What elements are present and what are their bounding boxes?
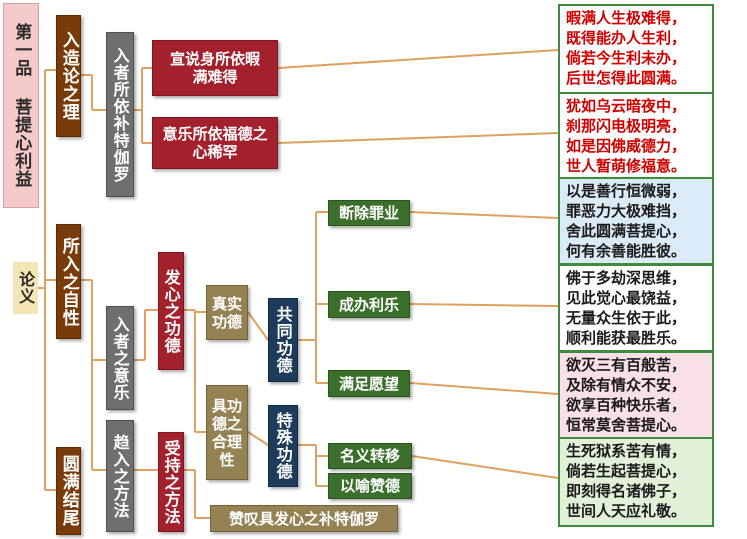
node-arouse-merit: 发心之功德 bbox=[158, 252, 184, 370]
node-common-merit-label: 共同功德 bbox=[273, 306, 293, 374]
verse-line: 恒常莫舍菩提心。 bbox=[566, 416, 687, 434]
verse-box: 欲灭三有百般苦， 及除有情众不安， 欲享百种快乐者， 恒常莫舍菩提心。 bbox=[558, 351, 714, 439]
branch-meaning-label: 入者之意乐 bbox=[110, 315, 130, 401]
verse-line: 刹那闪电极明亮， bbox=[566, 117, 687, 135]
node-wish-label: 满足愿望 bbox=[338, 374, 399, 393]
node-rare-body: 宣说身所依暇满难得 bbox=[152, 40, 278, 96]
section-entry-label: 入造论之理 bbox=[58, 31, 79, 121]
verse-line: 见此觉心最饶益， bbox=[566, 289, 687, 307]
verse-line: 暇满人生极难得， bbox=[566, 9, 687, 27]
verse-line: 何有余善能胜彼。 bbox=[566, 242, 687, 260]
node-wish: 满足愿望 bbox=[328, 370, 410, 397]
verse-line: 如是因佛威德力， bbox=[566, 137, 687, 155]
node-cut-sin: 断除罪业 bbox=[328, 200, 410, 226]
branch-basis: 入者所依补特伽罗 bbox=[106, 32, 134, 197]
verse-box: 以是善行恒微弱， 罪恶力大极难挡， 舍此圆满菩提心， 何有余善能胜彼。 bbox=[558, 177, 714, 265]
verse-line: 世间人天应礼敬。 bbox=[566, 502, 687, 520]
verse-line: 无量众生依于此， bbox=[566, 309, 687, 327]
root-label: 论义 bbox=[16, 271, 36, 305]
node-rare-body-label: 宣说身所依暇满难得 bbox=[169, 50, 260, 86]
node-arouse-merit-label: 发心之功德 bbox=[161, 268, 181, 354]
section-end-label: 圆满结尾 bbox=[58, 455, 79, 527]
verse-line: 及除有情众不安， bbox=[566, 376, 687, 394]
verse-line: 倘若今生利未办， bbox=[566, 49, 687, 67]
verse-line: 后世怎得此圆满。 bbox=[566, 69, 687, 87]
verse-box: 暇满人生极难得， 既得能办人生利， 倘若今生利未办， 后世怎得此圆满。 bbox=[558, 4, 714, 94]
node-praise-person: 赞叹具发心之补特伽罗 bbox=[210, 505, 398, 532]
node-real-merit-label: 真实功德 bbox=[211, 294, 242, 331]
verse-line: 犹如乌云暗夜中， bbox=[566, 97, 687, 115]
node-accept-method: 受持之方法 bbox=[158, 432, 184, 532]
page-title: 第一品 菩提心利益 bbox=[3, 3, 39, 208]
node-cut-sin-label: 断除罪业 bbox=[338, 204, 399, 222]
branch-meaning: 入者之意乐 bbox=[106, 306, 134, 410]
verse-box: 佛于多劫深思维， 见此觉心最饶益， 无量众生依于此， 顺利能获最胜乐。 bbox=[558, 264, 714, 352]
verse-box: 生死狱系苦有情， 倘若生起菩提心， 即刻得名诸佛子， 世间人天应礼敬。 bbox=[558, 437, 714, 527]
node-accept-method-label: 受持之方法 bbox=[161, 439, 181, 525]
verse-line: 欲享百种快乐者， bbox=[566, 396, 687, 414]
verse-box: 犹如乌云暗夜中， 刹那闪电极明亮， 如是因佛威德力， 世人暂萌修福意。 bbox=[558, 92, 714, 180]
node-real-merit: 真实功德 bbox=[206, 285, 248, 340]
branch-method: 趋入之方法 bbox=[106, 420, 134, 532]
node-rename-label: 名义转移 bbox=[339, 447, 400, 465]
verse-line: 舍此圆满菩提心， bbox=[566, 222, 687, 240]
node-rare-mind: 意乐所依福德之心稀罕 bbox=[152, 117, 278, 169]
section-self-label: 所入之自性 bbox=[58, 236, 79, 327]
node-praise-person-label: 赞叹具发心之补特伽罗 bbox=[228, 509, 379, 528]
node-metaphor: 以喻赞德 bbox=[328, 473, 412, 499]
node-reason-merit: 具功德之合理性 bbox=[206, 385, 248, 480]
verse-line: 世人暂萌修福意。 bbox=[566, 157, 687, 175]
node-benefit-label: 成办利乐 bbox=[338, 295, 399, 314]
verse-line: 倘若生起菩提心， bbox=[566, 462, 687, 480]
section-self: 所入之自性 bbox=[56, 224, 81, 339]
section-end: 圆满结尾 bbox=[56, 447, 81, 535]
node-special-merit-label: 特殊功德 bbox=[273, 412, 293, 480]
verse-line: 欲灭三有百般苦， bbox=[566, 356, 687, 374]
verse-line: 既得能办人生利， bbox=[566, 29, 687, 47]
node-metaphor-label: 以喻赞德 bbox=[339, 477, 400, 495]
section-entry: 入造论之理 bbox=[56, 15, 81, 137]
branch-method-label: 趋入之方法 bbox=[110, 433, 130, 519]
verse-line: 生死狱系苦有情， bbox=[566, 442, 687, 460]
verse-line: 以是善行恒微弱， bbox=[566, 182, 687, 200]
node-rename: 名义转移 bbox=[328, 443, 412, 469]
verse-line: 顺利能获最胜乐。 bbox=[566, 329, 687, 347]
verse-line: 罪恶力大极难挡， bbox=[566, 202, 687, 220]
verse-line: 佛于多劫深思维， bbox=[566, 269, 687, 287]
node-special-merit: 特殊功德 bbox=[268, 405, 298, 487]
node-benefit: 成办利乐 bbox=[328, 291, 410, 318]
node-common-merit: 共同功德 bbox=[268, 298, 298, 382]
node-rare-mind-label: 意乐所依福德之心稀罕 bbox=[162, 125, 268, 161]
node-reason-merit-label: 具功德之合理性 bbox=[211, 396, 242, 469]
root-node: 论义 bbox=[13, 262, 38, 314]
page-title-text: 第一品 菩提心利益 bbox=[11, 23, 32, 188]
branch-basis-label: 入者所依补特伽罗 bbox=[110, 46, 130, 183]
verse-line: 即刻得名诸佛子， bbox=[566, 482, 687, 500]
